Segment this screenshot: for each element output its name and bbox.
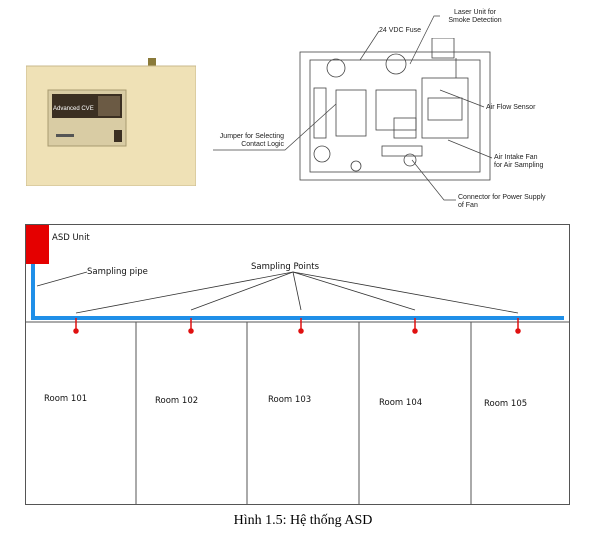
figure-caption: Hình 1.5: Hệ thống ASD [233,513,373,528]
label-jumper: Jumper for Selecting Contact Logic [219,133,284,148]
room-103-label: Room 103 [268,395,312,405]
label-laser-unit: Laser Unit for Smoke Detection [448,9,502,24]
asd-device-photo: Advanced CVE [25,58,197,187]
sampling-pipe-label: Sampling pipe [87,267,148,277]
asd-schematic [296,37,496,188]
room-101-label: Room 101 [44,394,88,404]
label-air-intake-fan: Air Intake Fan for Air Sampling [494,154,544,169]
room-105-label: Room 105 [484,399,528,409]
label-24vdc-fuse: 24 VDC Fuse [379,27,422,34]
room-104-label: Room 104 [379,398,423,408]
building-diagram: ASD Unit Sampling pipe Sampling Points R… [25,224,570,505]
device-brand-text: Advanced CVE [53,106,94,112]
sampling-points-label: Sampling Points [251,262,320,272]
asd-unit-label: ASD Unit [52,233,90,243]
room-102-label: Room 102 [155,396,199,406]
label-fan-connector: Connector for Power Supply of Fan [458,194,546,209]
label-air-flow-sensor: Air Flow Sensor [486,104,536,111]
